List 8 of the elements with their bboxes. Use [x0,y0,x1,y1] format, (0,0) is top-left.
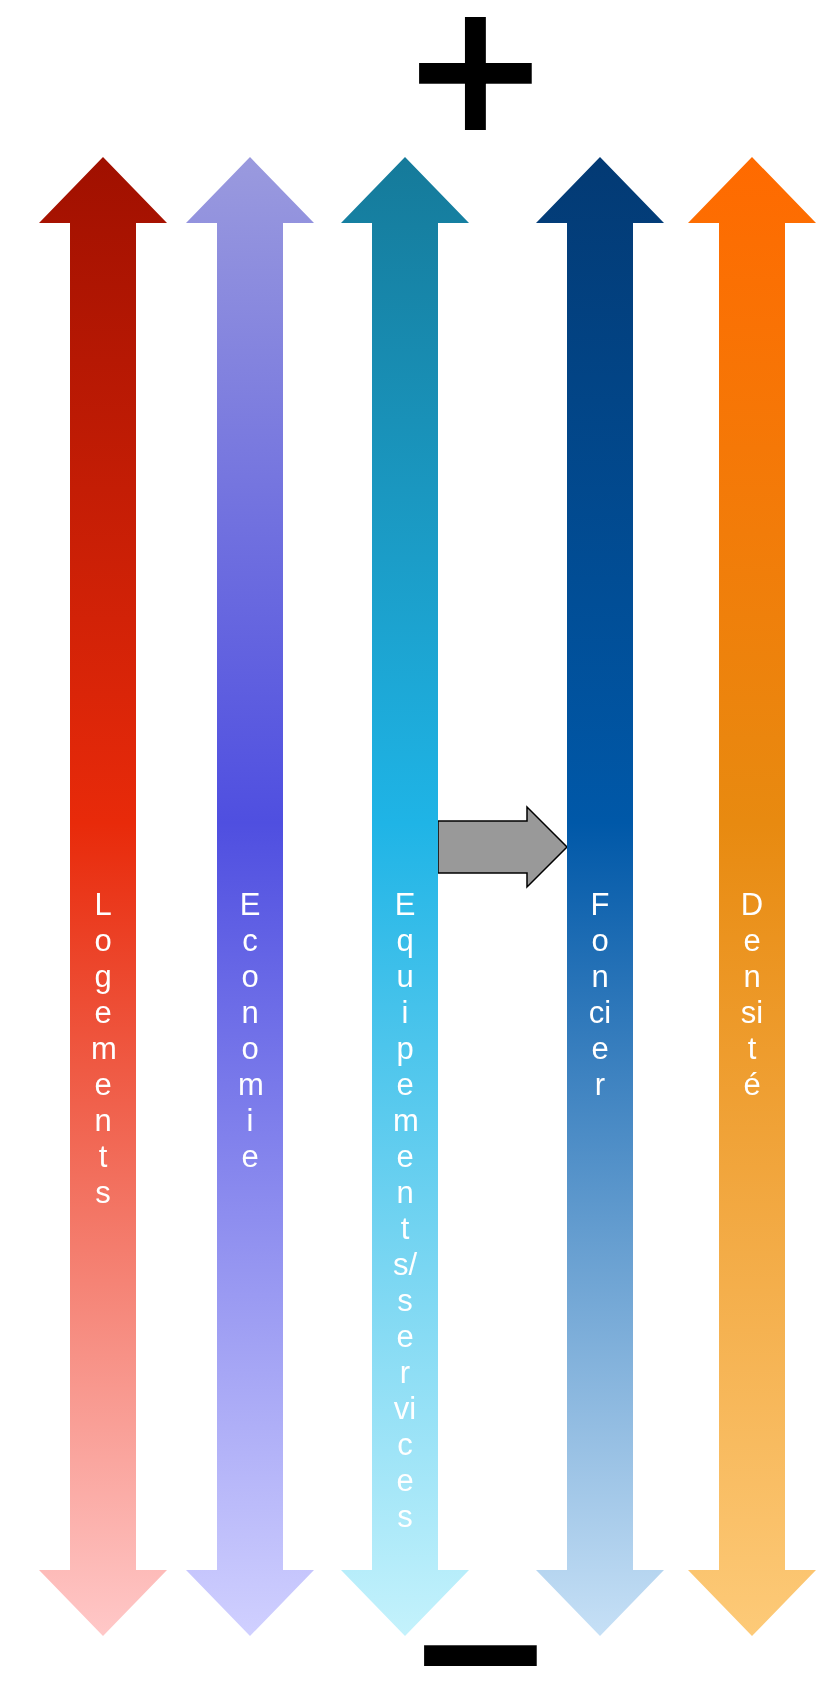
plus-sign: + [400,0,551,158]
arrow-label: Foncier [588,886,612,1103]
minus-sign: − [405,1560,556,1696]
arrow-label: Economie [238,886,262,1175]
block-arrow [437,805,569,889]
arrow-label: Logements [91,886,115,1211]
arrow-label: Equipements/services [393,886,417,1535]
arrow-label: Densité [740,886,764,1103]
